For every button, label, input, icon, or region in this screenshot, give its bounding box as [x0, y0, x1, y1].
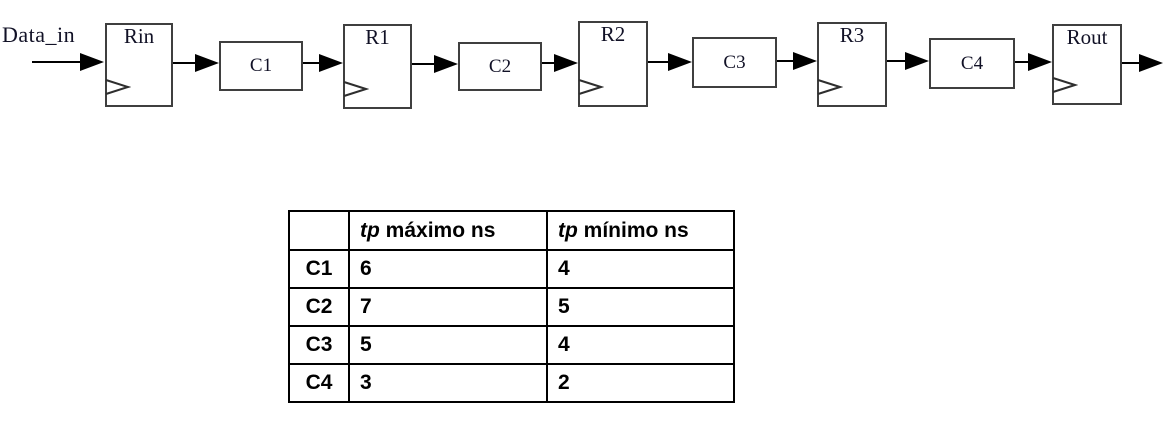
arrow-shaft: [412, 63, 434, 65]
row-block-name: C4: [288, 363, 350, 403]
row-tp-min: 4: [546, 325, 735, 365]
arrowhead-icon: [668, 53, 692, 71]
arrowhead-icon: [554, 54, 578, 72]
arrow-shaft: [542, 62, 554, 64]
tp-symbol: tp: [360, 218, 380, 242]
arrow-data-out: [1122, 54, 1163, 72]
arrow-shaft: [1015, 61, 1028, 63]
table-row: C3 5 4: [288, 325, 735, 365]
register-r3: R3: [817, 22, 887, 107]
arrow-shaft: [303, 62, 319, 64]
row-tp-max: 7: [348, 287, 548, 327]
arrow-shaft: [777, 60, 793, 62]
row-tp-min: 2: [546, 363, 735, 403]
table-row: C2 7 5: [288, 287, 735, 327]
row-block-name: C1: [288, 249, 350, 289]
row-tp-max: 3: [348, 363, 548, 403]
row-tp-max: 6: [348, 249, 548, 289]
row-block-name: C3: [288, 325, 350, 365]
register-label: R3: [839, 23, 865, 47]
arrow-shaft: [648, 61, 668, 63]
tp-symbol: tp: [558, 218, 578, 242]
comb-block-c2: C2: [458, 42, 542, 91]
tp-max-suffix: máximo ns: [379, 218, 496, 242]
arrowhead-icon: [80, 53, 104, 71]
register-label: R1: [365, 25, 390, 49]
comb-block-c1: C1: [219, 41, 303, 91]
arrow-shaft: [887, 60, 905, 62]
table-header-row: tp máximo ns tp mínimo ns: [288, 210, 735, 251]
arrowhead-icon: [434, 55, 458, 73]
clock-input-icon: [817, 79, 843, 95]
arrowhead-icon: [905, 52, 929, 70]
tp-min-suffix: mínimo ns: [577, 218, 689, 242]
clock-input-icon: [105, 79, 131, 95]
register-label: Rin: [123, 24, 155, 48]
register-rout: Rout: [1052, 24, 1122, 105]
arrow-r2-c3: [648, 53, 692, 71]
data-in-label: Data_in: [2, 22, 76, 47]
arrowhead-icon: [319, 54, 343, 72]
arrow-data-in: [32, 53, 104, 71]
row-tp-max: 5: [348, 325, 548, 365]
arrow-c3-r3: [777, 52, 817, 70]
tp-table: tp máximo ns tp mínimo ns C1 6 4 C2 7 5 …: [288, 210, 735, 403]
table-row: C1 6 4: [288, 249, 735, 289]
arrow-r1-c2: [412, 55, 458, 73]
table-header-tp-min: tp mínimo ns: [546, 210, 735, 251]
arrowhead-icon: [1028, 53, 1052, 71]
clock-input-icon: [578, 79, 604, 95]
register-r1: R1: [343, 24, 412, 109]
arrow-shaft: [173, 62, 195, 64]
comb-block-c3: C3: [692, 37, 777, 88]
arrow-c1-r1: [303, 54, 343, 72]
comb-block-c4: C4: [929, 38, 1015, 89]
arrow-shaft: [1122, 62, 1139, 64]
arrowhead-icon: [793, 52, 817, 70]
comb-block-label: C4: [960, 52, 984, 74]
table-header-tp-max: tp máximo ns: [348, 210, 548, 251]
comb-block-label: C2: [488, 55, 512, 77]
arrow-rin-c1: [173, 54, 219, 72]
register-rin: Rin: [105, 23, 173, 107]
register-r2: R2: [578, 21, 648, 107]
table-row: C4 3 2: [288, 363, 735, 403]
register-label: Rout: [1066, 25, 1108, 49]
row-tp-min: 5: [546, 287, 735, 327]
comb-block-label: C1: [249, 55, 273, 76]
clock-input-icon: [343, 81, 369, 97]
clock-input-icon: [1052, 77, 1078, 93]
arrow-c4-rout: [1015, 53, 1052, 71]
register-label: R2: [600, 22, 626, 46]
arrow-shaft: [32, 61, 80, 63]
arrowhead-icon: [195, 54, 219, 72]
comb-block-label: C3: [723, 51, 746, 73]
arrow-c2-r2: [542, 54, 578, 72]
row-block-name: C2: [288, 287, 350, 327]
arrowhead-icon: [1139, 54, 1163, 72]
arrow-r3-c4: [887, 52, 929, 70]
row-tp-min: 4: [546, 249, 735, 289]
table-corner-cell: [288, 210, 350, 251]
